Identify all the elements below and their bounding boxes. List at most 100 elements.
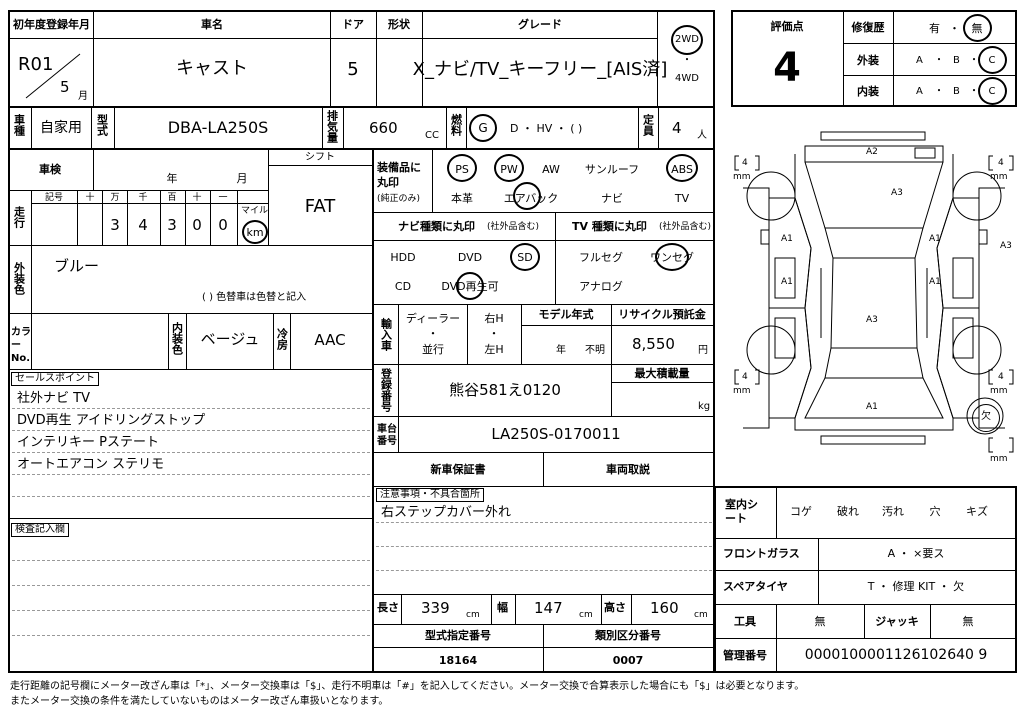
shift-label: シフト [305, 152, 335, 163]
import-parallel: 並行 [422, 343, 444, 356]
sheet-hole: 穴 [929, 505, 941, 518]
sheet-burn: コゲ [790, 505, 812, 518]
import-dot2: ・ [488, 327, 500, 340]
tire-fr-unit: mm [990, 172, 1008, 182]
registration-label: 登録番号 [379, 368, 393, 412]
displacement-value: 660 [369, 119, 398, 137]
notes-label: 注意事項・不具合箇所 [376, 488, 484, 502]
int-grade-c: C [988, 86, 996, 97]
dvd-play-circle [456, 272, 484, 300]
interior-color-label: 内装色 [170, 322, 184, 355]
int-grade-a: A [916, 86, 923, 97]
exterior-color-value: ブルー [54, 257, 100, 275]
tools-label: 工具 [734, 615, 756, 628]
model-value: DBA-LA250S [167, 118, 269, 137]
tire-fr-depth: 4 [998, 158, 1004, 168]
drive-2wd: 2WD [675, 34, 699, 45]
height-value: 160 [650, 599, 679, 617]
tv-label: TV 種類に丸印 [572, 220, 647, 233]
grade-value: X_ナビ/TV_キーフリー_[AIS済] [412, 59, 668, 80]
footer-line-1: 走行距離の記号欄にメーター改ざん車は「*」、メーター交換車は「$」、走行不明車は… [10, 681, 805, 692]
first-reg-label: 初年度登録年月 [13, 18, 90, 31]
ext-sep-1: ・ [934, 55, 944, 66]
grade-label: グレード [518, 18, 562, 31]
symbol-label: 記号 [44, 193, 64, 203]
equip-pw: PW [500, 163, 518, 176]
spare-label: スペアタイヤ [723, 580, 788, 593]
warranty-doc: 新車保証書 [430, 463, 486, 476]
ac-label: 冷房 [275, 328, 289, 350]
capacity-value: 4 [672, 119, 682, 137]
int-grade-b: B [953, 86, 960, 97]
fuel-g: G [478, 121, 488, 135]
tire-rl-depth: 4 [742, 372, 748, 382]
doors-label: ドア [342, 18, 364, 31]
tire-rl-unit: mm [733, 386, 751, 396]
navi-sd: SD [517, 251, 533, 264]
use-value: 自家用 [40, 120, 82, 136]
dmg-a1-r2: A1 [929, 277, 941, 287]
drive-4wd: 4WD [675, 73, 699, 84]
dmg-a2: A2 [866, 147, 878, 157]
reg-divider-slash [25, 53, 81, 99]
tv-sub: (社外品含む) [659, 222, 712, 232]
dmg-a1-l2: A1 [781, 277, 793, 287]
digit-label-5: 一 [218, 193, 228, 203]
chassis-value: LA250S-0170011 [491, 425, 621, 443]
shaken-year-label: 年 [166, 172, 178, 185]
car-damage-diagram [734, 131, 1014, 453]
exterior-color-label: 外装色 [12, 262, 26, 295]
designation-label: 型式指定番号 [425, 629, 491, 642]
fuel-rest: D ・ HV ・ ( ) [510, 122, 583, 135]
notes-line-1: 右ステップカバー外れ [381, 505, 512, 520]
jack-value: 無 [962, 615, 974, 628]
equip-leather: 本革 [451, 192, 473, 205]
spare-missing: 欠 [981, 411, 991, 422]
manual-doc: 車両取説 [606, 463, 650, 476]
equipment-sub: (純正のみ) [377, 194, 421, 204]
sales-line-1: 社外ナビ TV [17, 391, 90, 406]
equip-sunroof: サンルーフ [584, 163, 640, 176]
fuel-label: 燃料 [449, 114, 463, 136]
int-sep-1: ・ [934, 86, 944, 97]
km-label: km [246, 226, 264, 239]
tire-rr-depth: 4 [998, 372, 1004, 382]
windshield-value: A ・ ×要ス [887, 547, 945, 560]
ext-grade-b: B [953, 55, 960, 66]
equip-tv: TV [674, 192, 690, 205]
navi-dvd-play: DVD再生可 [441, 280, 499, 293]
import-right: 右H [484, 312, 504, 325]
equip-aw: AW [542, 163, 560, 176]
import-dealer: ディーラー [405, 312, 461, 325]
reg-month: 5 [60, 78, 70, 96]
score-value: 4 [773, 45, 801, 91]
repair-sep: ・ [949, 22, 960, 35]
car-name-label: 車名 [201, 18, 223, 31]
width-value: 147 [534, 599, 563, 617]
sales-label: セールスポイント [11, 372, 99, 386]
shaken-month-label: 月 [236, 172, 248, 185]
digit-label-2: 千 [138, 193, 148, 203]
color-no-label: カラーNo. [11, 327, 31, 364]
airbag-circle [513, 182, 541, 210]
length-label: 長さ [377, 601, 399, 614]
tire-rr-unit: mm [990, 386, 1008, 396]
capacity-label: 定員 [641, 114, 655, 136]
repair-opt2: 無 [971, 22, 983, 35]
model-label: 型式 [95, 114, 109, 136]
import-dot1: ・ [427, 327, 439, 340]
dmg-a3-roof: A3 [866, 315, 878, 325]
digit-label-0: 十 [85, 193, 95, 203]
category-value: 0007 [612, 654, 644, 667]
repair-opt1: 有 [929, 22, 940, 35]
footer-line-2: またメーター交換の条件を満たしていないものはメーター改ざん車扱いとなります。 [10, 696, 389, 707]
category-label: 類別区分番号 [595, 629, 661, 642]
max-load-label: 最大積載量 [634, 367, 690, 380]
drive-dot: ・ [682, 55, 692, 66]
car-name: キャスト [176, 58, 248, 79]
recycle-value: 8,550 [632, 335, 675, 353]
repair-none-circle [963, 14, 992, 42]
drive-2wd-circle [671, 25, 703, 55]
sheet-tear: 破れ [837, 505, 859, 518]
navi-cd: CD [394, 280, 412, 293]
